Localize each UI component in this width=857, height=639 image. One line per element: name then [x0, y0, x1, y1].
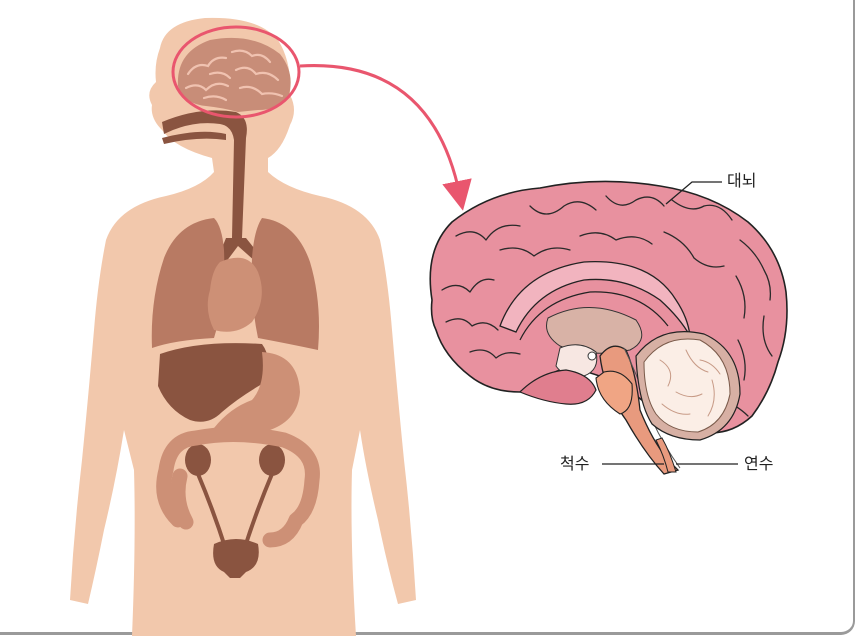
pointer-arrow	[300, 66, 460, 196]
label-spinal-cord: 척수	[560, 455, 589, 473]
label-cerebrum: 대뇌	[727, 172, 756, 190]
label-medulla: 연수	[744, 455, 773, 473]
brain-sagittal-diagram	[430, 181, 787, 474]
head-brain	[173, 27, 299, 117]
pons	[596, 371, 632, 414]
